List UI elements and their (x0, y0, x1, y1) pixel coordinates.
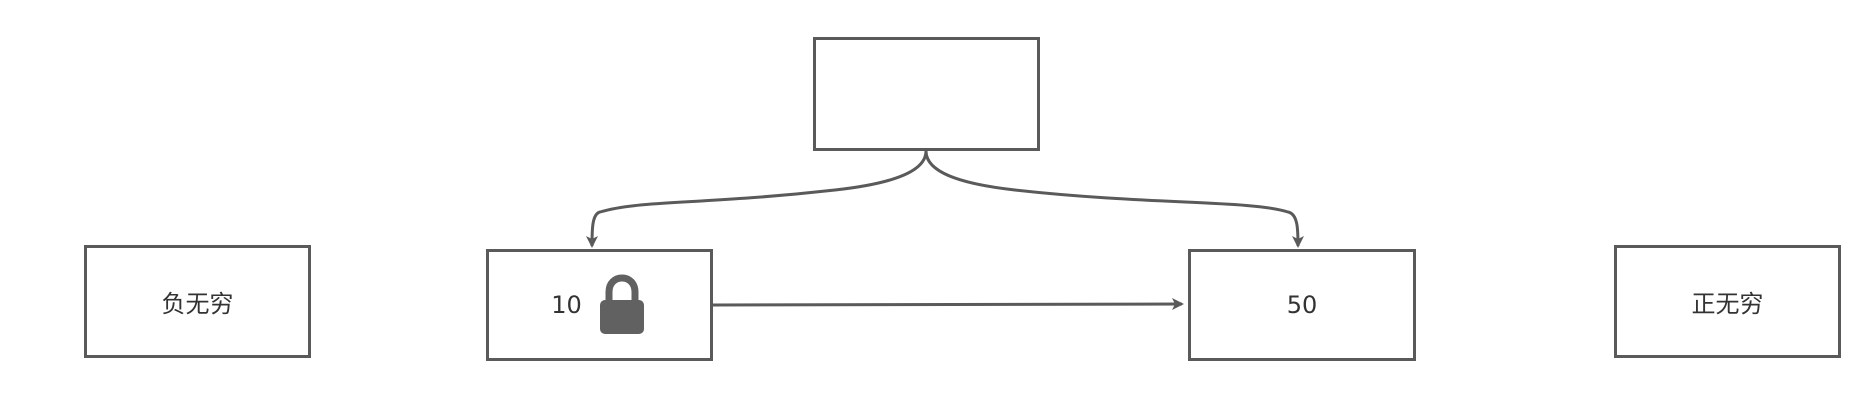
node-positive-infinity-label: 正无穷 (1691, 290, 1764, 318)
node-50: 50 (1188, 249, 1416, 361)
node-10: 10 (486, 249, 713, 361)
node-50-label: 50 (1286, 291, 1318, 319)
node-negative-infinity: 负无穷 (84, 245, 311, 358)
edge-top-to-50 (924, 150, 1304, 248)
edge-top-to-10 (586, 150, 928, 248)
edge-10-to-50 (712, 298, 1184, 311)
node-10-label: 10 (551, 291, 582, 319)
lock-icon (596, 274, 648, 336)
node-top (813, 37, 1040, 151)
node-positive-infinity: 正无穷 (1614, 245, 1841, 358)
node-negative-infinity-label: 负无穷 (161, 290, 234, 318)
